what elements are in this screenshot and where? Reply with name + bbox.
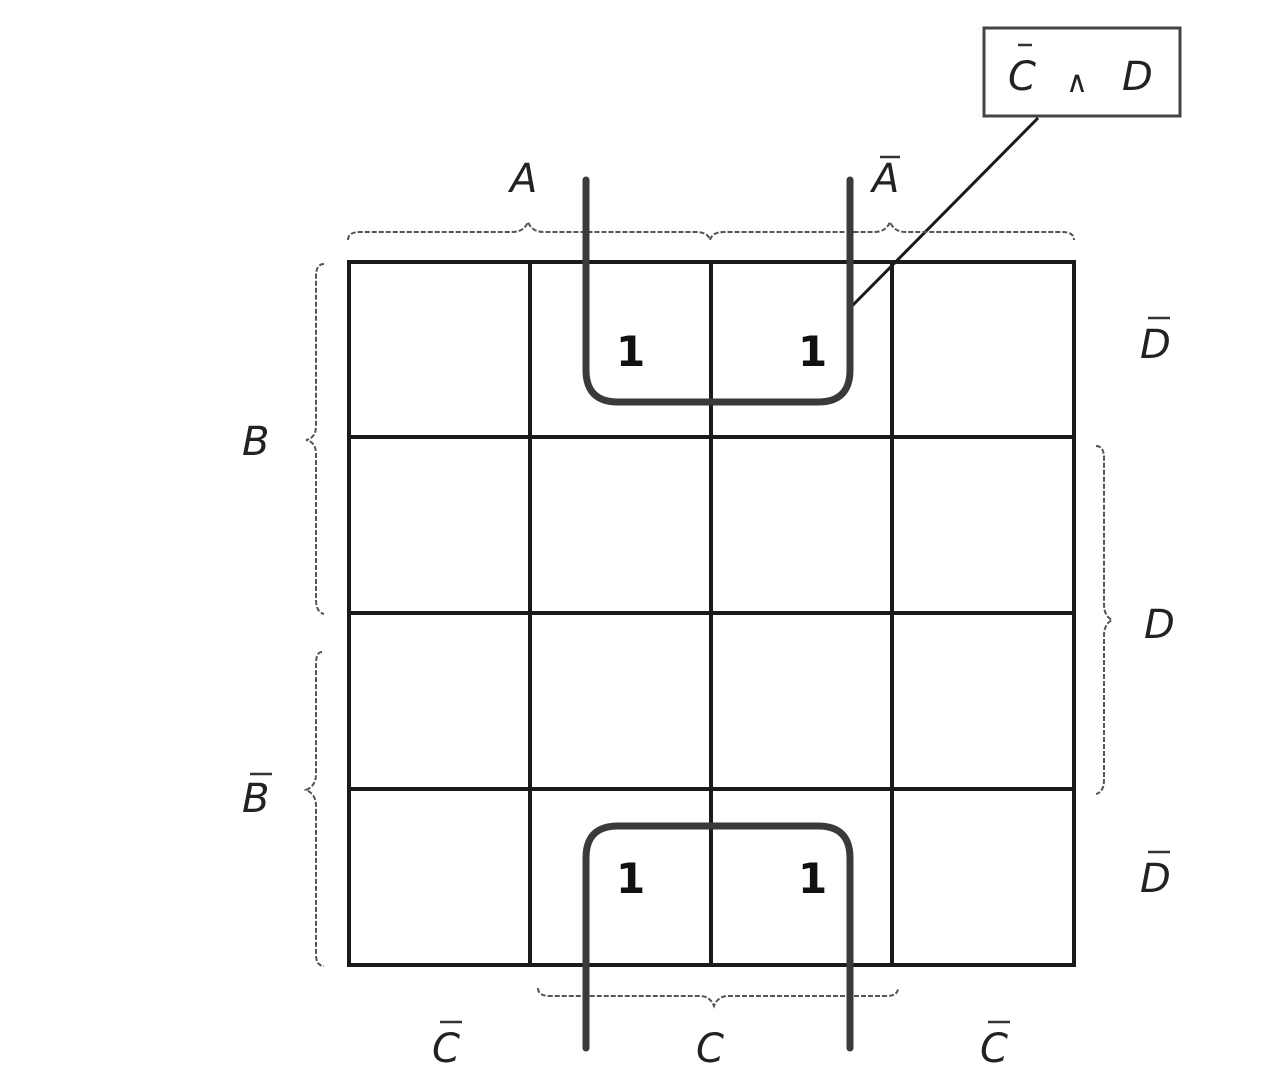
brace-d [1095, 445, 1115, 795]
label-d-bar-bottom: D [1140, 856, 1171, 902]
callout-box: C ∧ D [982, 26, 1182, 118]
label-a-bar: A [869, 156, 899, 202]
label-b: B [242, 419, 269, 465]
group-loop-bottom [582, 822, 854, 1052]
cell-r3-c1: 1 [616, 854, 645, 903]
label-b-bar: B [242, 776, 269, 822]
callout-c-bar: C [1008, 54, 1036, 100]
brace-a-bar [709, 219, 1075, 241]
brace-c [537, 987, 899, 1009]
brace-a [347, 219, 711, 241]
callout-and-operator: ∧ [1066, 65, 1088, 100]
label-c-bar-left: C [432, 1026, 460, 1072]
kmap-cells: 1 1 1 1 [616, 327, 827, 903]
label-a: A [507, 156, 537, 202]
kmap-grid [347, 260, 1076, 967]
group-loop-top [582, 176, 854, 406]
callout-leader-line [850, 116, 1040, 308]
label-c-bar-right: C [980, 1026, 1008, 1072]
cell-r3-c2: 1 [798, 854, 827, 903]
label-d: D [1144, 602, 1175, 648]
cell-r0-c1: 1 [616, 327, 645, 376]
callout-d: D [1122, 54, 1153, 100]
brace-b-bar [303, 651, 325, 967]
label-d-bar-top: D [1140, 322, 1171, 368]
brace-b [305, 263, 325, 615]
label-c: C [696, 1026, 724, 1072]
cell-r0-c2: 1 [798, 327, 827, 376]
